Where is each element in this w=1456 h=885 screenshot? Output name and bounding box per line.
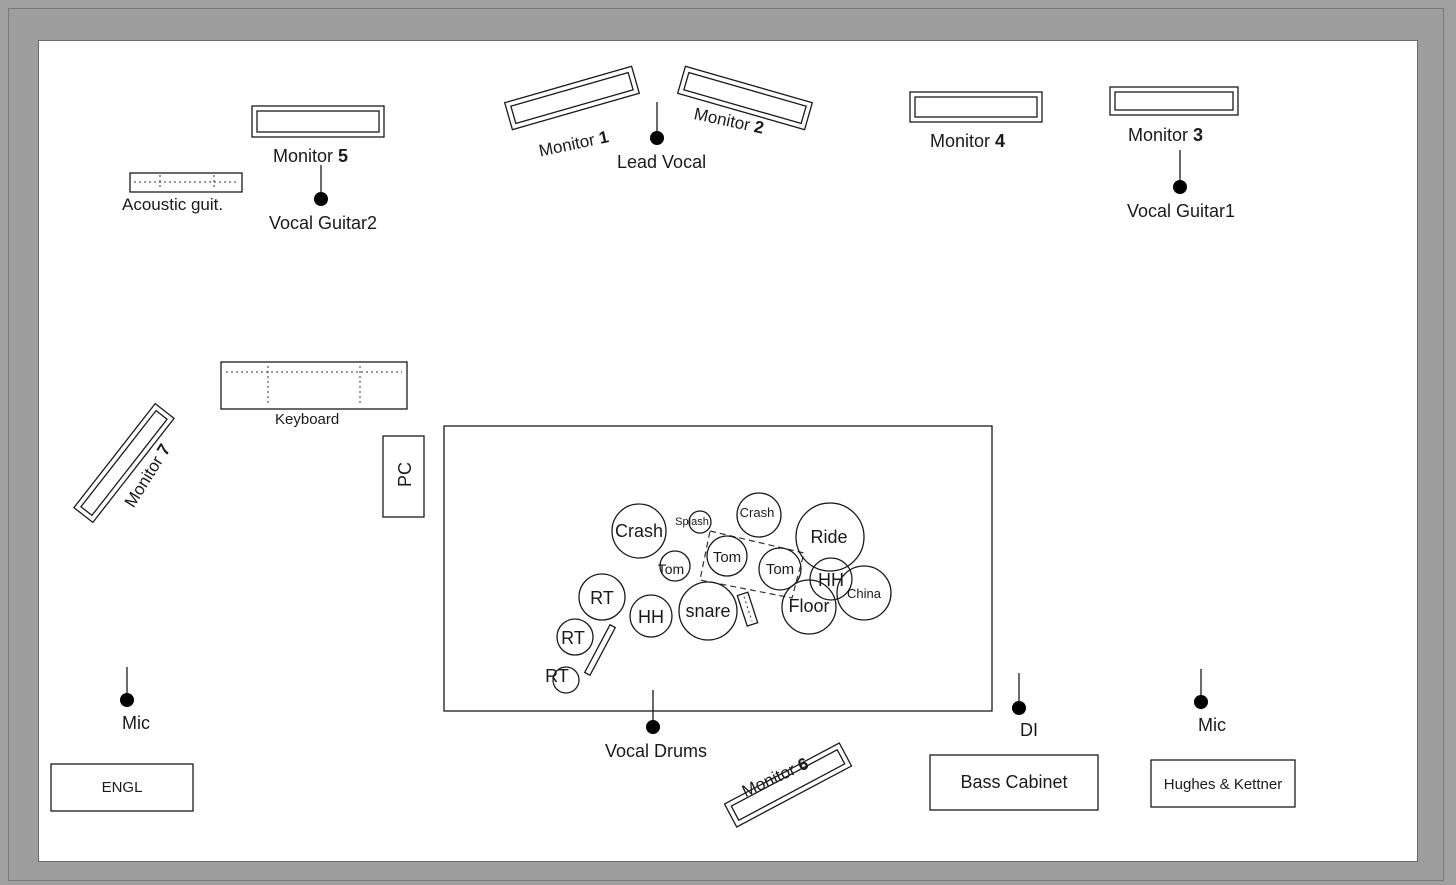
floor-tom	[781, 579, 837, 635]
vocal-drums-mic-icon	[646, 720, 660, 734]
hughes-kettner-amp	[1150, 759, 1296, 808]
acoustic-guitar	[129, 172, 243, 193]
hihat-right-label: HH	[818, 570, 844, 590]
splash-label: Splash	[675, 516, 709, 528]
engl-label: ENGL	[102, 779, 143, 796]
crash-cymbal-mid	[736, 492, 782, 538]
splash-cymbal	[688, 510, 712, 534]
vocal-drums-label: Vocal Drums	[605, 741, 707, 761]
ride-label: Ride	[810, 527, 847, 547]
drum-stand-bar	[583, 623, 617, 677]
engl-amp	[50, 763, 194, 812]
vocal-guitar1-mic-icon	[1173, 180, 1187, 194]
monitor-4	[909, 91, 1043, 123]
bass-cabinet-label: Bass Cabinet	[960, 772, 1067, 792]
rack-tom-2	[758, 547, 802, 591]
china-cymbal	[836, 565, 892, 621]
drum-riser	[443, 425, 993, 712]
hughes-kettner-label: Hughes & Kettner	[1164, 776, 1282, 793]
crash-left-label: Crash	[615, 521, 663, 541]
snare-drum	[678, 581, 738, 641]
hihat-left	[629, 594, 673, 638]
monitor-1-label: Monitor 1	[537, 127, 610, 160]
hihat-left-label: HH	[638, 607, 664, 627]
monitor-3-label: Monitor 3	[1128, 125, 1203, 145]
monitor-6	[723, 742, 853, 828]
rack-tom-1-label: Tom	[713, 549, 741, 566]
roto-tom-3-label: RT	[545, 666, 569, 686]
rack-tom-2-label: Tom	[766, 561, 794, 578]
roto-tom-3	[552, 666, 580, 694]
roto-tom-2	[556, 618, 594, 656]
di-label: DI	[1020, 720, 1038, 740]
keyboard-label: Keyboard	[275, 411, 339, 428]
mic-right-icon	[1194, 695, 1208, 709]
monitor-5	[251, 105, 385, 138]
monitor-4-label: Monitor 4	[930, 131, 1005, 151]
crash-mid-label: Crash	[740, 505, 775, 520]
snare-label: snare	[685, 601, 730, 621]
small-tom-label: Tom	[658, 561, 684, 577]
pc-label: PC	[395, 462, 415, 487]
acoustic-guitar-label: Acoustic guit.	[122, 195, 223, 214]
mic-left-label: Mic	[122, 713, 150, 733]
pc	[382, 435, 425, 518]
roto-tom-1	[578, 573, 626, 621]
hihat-right	[809, 557, 853, 601]
monitor-7	[72, 402, 176, 524]
drum-throne	[736, 591, 759, 627]
vocal-guitar2-label: Vocal Guitar2	[269, 213, 377, 233]
monitor-3	[1109, 86, 1239, 116]
vocal-guitar1-label: Vocal Guitar1	[1127, 201, 1235, 221]
small-tom	[659, 550, 691, 582]
monitor-1	[503, 65, 641, 131]
drum-kit-outline	[699, 530, 805, 599]
bass-cabinet	[929, 754, 1099, 811]
vocal-guitar2-mic-icon	[314, 192, 328, 206]
monitor-2	[676, 65, 814, 131]
mic-right-label: Mic	[1198, 715, 1226, 735]
mic-left-icon	[120, 693, 134, 707]
ride-cymbal	[795, 502, 865, 572]
crash-cymbal-left	[611, 503, 667, 559]
lead-vocal-label: Lead Vocal	[617, 152, 706, 172]
di-icon	[1012, 701, 1026, 715]
floor-tom-label: Floor	[788, 596, 829, 616]
monitor-5-label: Monitor 5	[273, 146, 348, 166]
roto-tom-2-label: RT	[561, 628, 585, 648]
roto-tom-1-label: RT	[590, 588, 614, 608]
keyboard	[220, 361, 408, 410]
lead-vocal-mic-icon	[650, 131, 664, 145]
china-label: China	[847, 586, 882, 601]
rack-tom-1	[706, 535, 748, 577]
